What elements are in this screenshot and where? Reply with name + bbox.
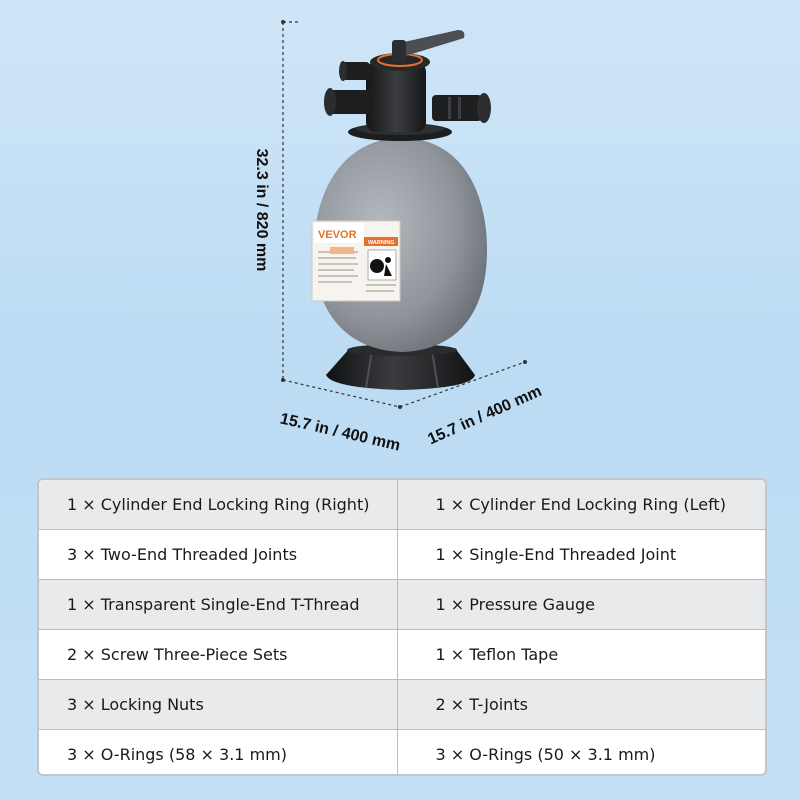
dimension-dots bbox=[281, 20, 527, 409]
part-cell: 1 × Teflon Tape bbox=[435, 645, 559, 664]
multiport-valve bbox=[324, 30, 491, 132]
sand-filter-drawing: VEVOR WARNING bbox=[281, 20, 527, 409]
part-cell: 2 × T-Joints bbox=[435, 695, 528, 714]
brand-text: VEVOR bbox=[318, 229, 357, 241]
label-text-lines bbox=[318, 251, 396, 292]
warning-text: WARNING bbox=[368, 240, 395, 246]
part-cell: 3 × O-Rings (58 × 3.1 mm) bbox=[39, 730, 398, 774]
part-cell: 1 × Cylinder End Locking Ring (Left) bbox=[435, 495, 726, 514]
part-cell: 2 × Screw Three-Piece Sets bbox=[39, 630, 398, 679]
part-cell: 1 × Pressure Gauge bbox=[435, 595, 596, 614]
parts-list-table: 1 × Cylinder End Locking Ring (Right) 1 … bbox=[37, 478, 767, 776]
dimension-lines bbox=[282, 21, 526, 408]
table-row: 3 × Locking Nuts 2 × T-Joints bbox=[39, 680, 765, 730]
table-row: 2 × Screw Three-Piece Sets 1 × Teflon Ta… bbox=[39, 630, 765, 680]
table-row: 1 × Transparent Single-End T-Thread 1 × … bbox=[39, 580, 765, 630]
part-cell: 3 × Two-End Threaded Joints bbox=[39, 530, 398, 579]
part-cell: 1 × Single-End Threaded Joint bbox=[435, 545, 677, 564]
warning-label: VEVOR WARNING bbox=[311, 220, 401, 302]
height-dimension-label: 32.3 in / 820 mm bbox=[253, 148, 270, 272]
part-cell: 1 × Transparent Single-End T-Thread bbox=[39, 580, 398, 629]
part-cell: 3 × O-Rings (50 × 3.1 mm) bbox=[435, 744, 656, 764]
part-cell: 1 × Cylinder End Locking Ring (Right) bbox=[39, 480, 398, 529]
table-row: 3 × O-Rings (58 × 3.1 mm) 3 × O-Rings (5… bbox=[39, 730, 765, 774]
table-row: 1 × Cylinder End Locking Ring (Right) 1 … bbox=[39, 480, 765, 530]
product-illustration: VEVOR WARNING 32.3 in / 820 mm 15.7 in /… bbox=[253, 20, 544, 455]
part-cell: 3 × Locking Nuts bbox=[39, 680, 398, 729]
table-row: 3 × Two-End Threaded Joints 1 × Single-E… bbox=[39, 530, 765, 580]
